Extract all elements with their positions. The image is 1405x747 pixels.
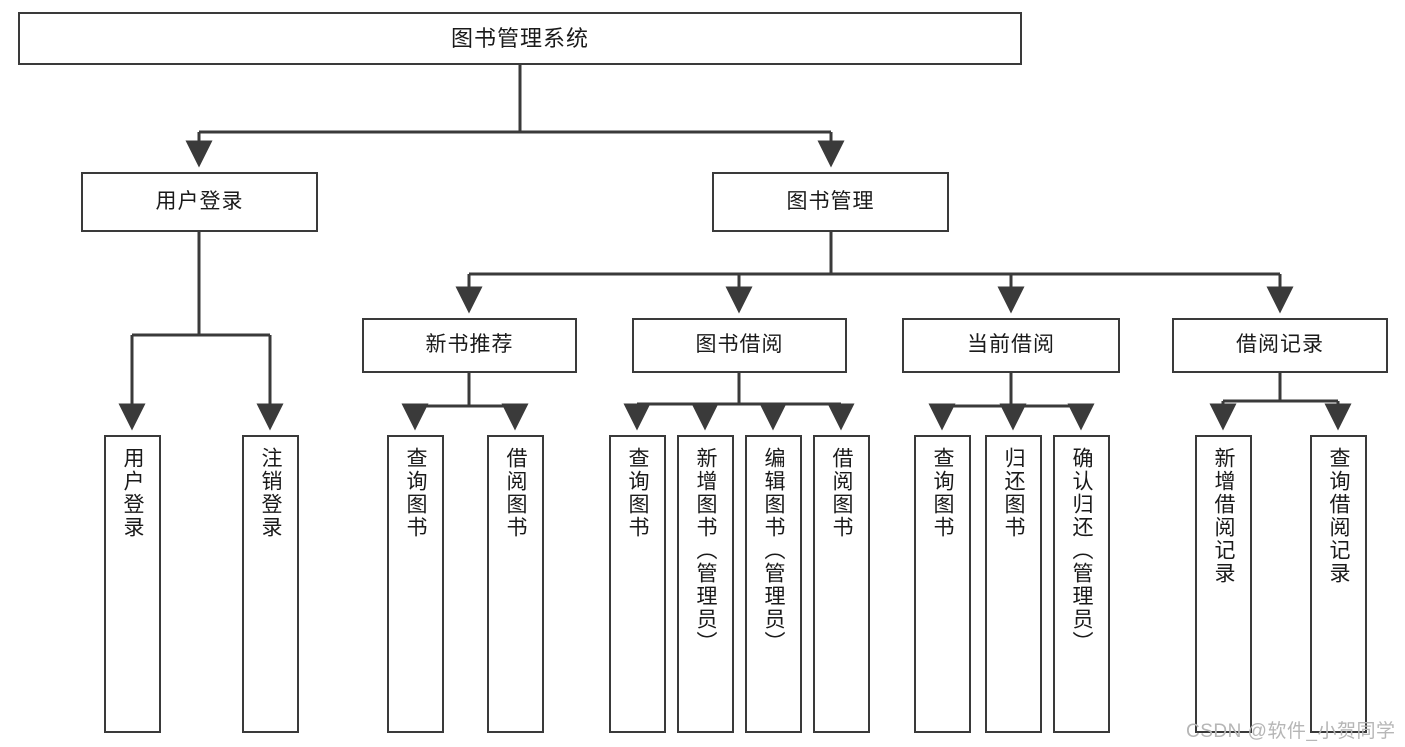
node-leaf-edit-book-label: 编辑图书（管理员） [762, 447, 785, 654]
node-leaf-query-record[interactable]: 查询借阅记录 [1310, 435, 1367, 733]
node-book-manage-label: 图书管理 [786, 189, 875, 213]
node-leaf-add-record[interactable]: 新增借阅记录 [1195, 435, 1252, 733]
node-new-book-recommend[interactable]: 新书推荐 [362, 318, 577, 373]
node-leaf-borrow-book-2[interactable]: 借阅图书 [813, 435, 870, 733]
node-new-book-recommend-label: 新书推荐 [425, 333, 514, 357]
node-leaf-confirm-return[interactable]: 确认归还（管理员） [1053, 435, 1110, 733]
node-book-manage[interactable]: 图书管理 [712, 172, 949, 232]
node-root[interactable]: 图书管理系统 [18, 12, 1022, 65]
node-leaf-add-book-label: 新增图书（管理员） [694, 447, 717, 654]
node-user-login-label: 用户登录 [155, 189, 244, 213]
node-leaf-user-logout-label: 注销登录 [259, 447, 282, 539]
node-borrow-record-label: 借阅记录 [1236, 333, 1324, 357]
node-leaf-add-book[interactable]: 新增图书（管理员） [677, 435, 734, 733]
node-leaf-query-book-2-label: 查询图书 [626, 447, 649, 539]
watermark: CSDN @软件_小贺同学 [1186, 721, 1396, 742]
node-leaf-query-book-3-label: 查询图书 [931, 447, 954, 539]
node-book-borrow[interactable]: 图书借阅 [632, 318, 847, 373]
node-leaf-return-book[interactable]: 归还图书 [985, 435, 1042, 733]
node-user-login[interactable]: 用户登录 [81, 172, 318, 232]
node-leaf-add-record-label: 新增借阅记录 [1212, 447, 1235, 585]
node-leaf-return-book-label: 归还图书 [1002, 447, 1025, 539]
node-leaf-query-book-1[interactable]: 查询图书 [387, 435, 444, 733]
node-borrow-record[interactable]: 借阅记录 [1172, 318, 1388, 373]
node-leaf-query-book-1-label: 查询图书 [404, 447, 427, 539]
node-leaf-query-record-label: 查询借阅记录 [1327, 447, 1350, 585]
node-root-label: 图书管理系统 [450, 25, 589, 51]
node-leaf-user-login[interactable]: 用户登录 [104, 435, 161, 733]
node-book-borrow-label: 图书借阅 [695, 333, 784, 357]
node-leaf-edit-book[interactable]: 编辑图书（管理员） [745, 435, 802, 733]
node-leaf-query-book-2[interactable]: 查询图书 [609, 435, 666, 733]
node-leaf-query-book-3[interactable]: 查询图书 [914, 435, 971, 733]
node-current-borrow[interactable]: 当前借阅 [902, 318, 1120, 373]
node-leaf-borrow-book-2-label: 借阅图书 [830, 447, 853, 539]
node-leaf-user-login-label: 用户登录 [121, 447, 144, 539]
node-leaf-confirm-return-label: 确认归还（管理员） [1070, 447, 1093, 654]
node-leaf-borrow-book-1-label: 借阅图书 [504, 447, 527, 539]
node-leaf-borrow-book-1[interactable]: 借阅图书 [487, 435, 544, 733]
node-leaf-user-logout[interactable]: 注销登录 [242, 435, 299, 733]
node-current-borrow-label: 当前借阅 [967, 333, 1055, 357]
